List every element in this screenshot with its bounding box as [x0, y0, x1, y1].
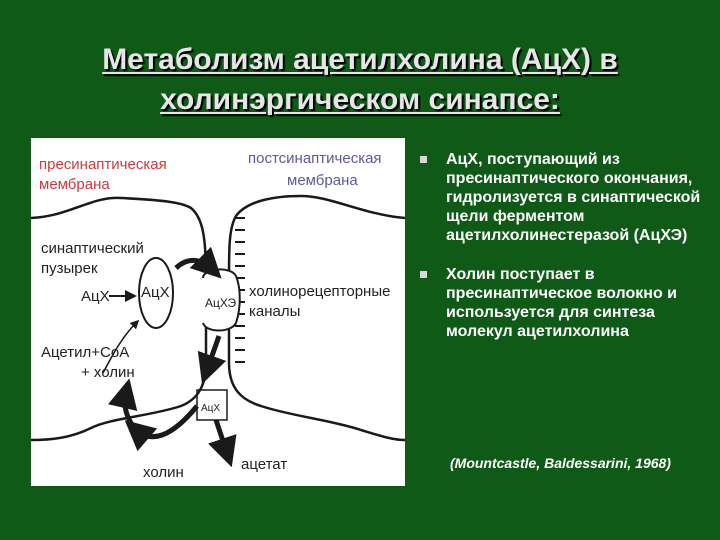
postsynaptic-membrane-bottom [227, 362, 405, 442]
arrow-to-acetate [208, 419, 237, 468]
bullet-text-1: АцХ, поступающий из пресинаптического ок… [446, 151, 701, 244]
bullet-item-2: Холин поступает в пресинаптическое волок… [418, 265, 708, 341]
bullet-marker-icon [420, 271, 427, 278]
arrow-to-choline [124, 404, 199, 452]
arrow-down-to-box [197, 335, 227, 385]
label-acetylcoa-2: + холин [81, 364, 135, 381]
label-postsynaptic-2: мембрана [287, 172, 358, 189]
bullet-text-2: Холин поступает в пресинаптическое волок… [446, 266, 677, 340]
label-vesicle-2: пузырек [41, 260, 98, 277]
ach-box [196, 389, 228, 421]
label-receptor-1: холинорецепторные [249, 283, 391, 300]
label-receptor-2: каналы [249, 303, 301, 320]
label-presynaptic-1: пресинаптическая [39, 156, 167, 173]
label-ach-box: АцХ [201, 403, 221, 414]
label-acetylcoa-1: Ацетил+CoA [41, 344, 130, 361]
synaptic-vesicle [138, 257, 174, 329]
postsynaptic-membrane-top [227, 194, 405, 279]
slide-title: Метаболизм ацетилхолина (АцХ) в холинэрг… [20, 40, 700, 120]
label-presynaptic-2: мембрана [39, 176, 110, 193]
arrow-choline-up [108, 378, 138, 432]
title-line-2: холинэргическом синапсе: [160, 83, 560, 116]
bullet-item-1: АцХ, поступающий из пресинаптического ок… [418, 150, 708, 245]
arrow-acetylcoa-up [102, 319, 140, 374]
label-ach-in-vesicle: АцХ [141, 284, 170, 301]
bullet-marker-icon [420, 156, 427, 163]
synapse-drawing [31, 194, 405, 468]
label-postsynaptic-1: постсинаптическая [248, 150, 382, 167]
presynaptic-membrane-top [31, 196, 208, 279]
bullet-list: АцХ, поступающий из пресинаптического ок… [418, 150, 708, 361]
title-line-1: Метаболизм ацетилхолина (АцХ) в [102, 43, 618, 76]
label-ache: АцХЭ [205, 296, 237, 310]
synapse-diagram: пресинаптическая мембрана постсинаптичес… [31, 138, 405, 486]
label-ach-left: АцХ [81, 288, 110, 305]
label-choline: холин [143, 464, 184, 481]
label-vesicle-1: синаптический [41, 240, 144, 257]
presynaptic-membrane-bottom [31, 362, 208, 442]
citation: (Mountcastle, Baldessarini, 1968) [450, 455, 671, 471]
label-acetate: ацетат [241, 456, 288, 473]
arrow-to-ache [174, 246, 222, 279]
